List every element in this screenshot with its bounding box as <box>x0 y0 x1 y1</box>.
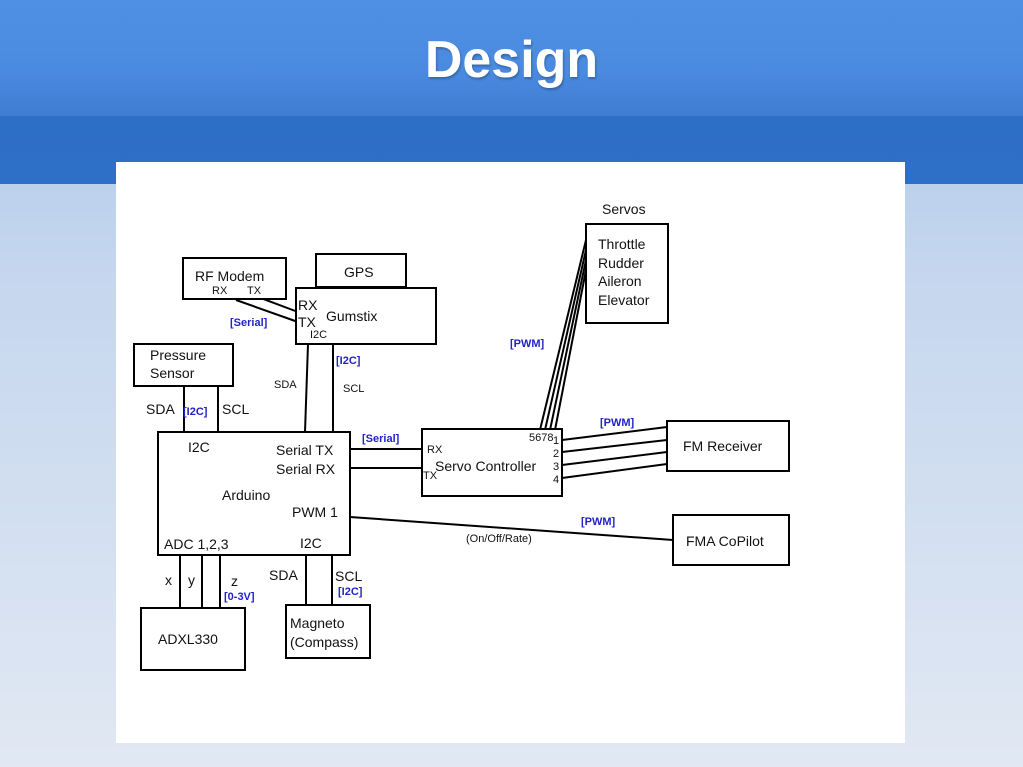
adxl330-block: ADXL330 <box>140 607 246 671</box>
fm-receiver-label: FM Receiver <box>683 438 763 454</box>
arduino-serial-tag: [Serial] <box>362 433 400 445</box>
slide-title: Design <box>424 31 599 89</box>
copilot-mode-label: (On/Off/Rate) <box>466 533 532 545</box>
adxl-y-label: y <box>188 572 195 588</box>
gps-block: GPS <box>315 253 407 288</box>
fm-pwm-tag: [PWM] <box>600 417 635 429</box>
title-band <box>0 0 1023 116</box>
adxl-z-label: z <box>231 573 238 589</box>
fm-wire-4 <box>561 463 668 479</box>
arduino-block: I2C Serial TX Serial RX Arduino PWM 1 AD… <box>157 431 351 556</box>
gumstix-block: RX TX Gumstix I2C <box>295 287 437 345</box>
pressure-sensor-line-2: Sensor <box>150 365 195 381</box>
pressure-i2c-tag: [I2C] <box>183 406 208 418</box>
gumstix-scl-label: SCL <box>343 383 364 395</box>
servo-controller-pins-5678: 5678 <box>529 432 553 444</box>
arduino-i2c-pin-bottom: I2C <box>300 535 322 551</box>
adxl-voltage-tag: [0-3V] <box>224 591 255 603</box>
adxl-x-label: x <box>165 572 172 588</box>
fma-copilot-block: FMA CoPilot <box>672 514 790 566</box>
magneto-line-1: Magneto <box>290 615 345 631</box>
servo-elevator: Elevator <box>598 292 650 308</box>
gumstix-arduino-sda-wire <box>304 343 309 433</box>
adxl330-label: ADXL330 <box>158 631 218 647</box>
rf-modem-label: RF Modem <box>195 268 264 284</box>
gps-label: GPS <box>344 264 374 280</box>
servo-aileron: Aileron <box>598 273 642 289</box>
system-block-diagram: RF Modem RX TX GPS RX TX Gumstix I2C Pre… <box>133 201 790 671</box>
pressure-sensor-block: Pressure Sensor <box>133 343 234 387</box>
servo-rudder: Rudder <box>598 255 644 271</box>
servo-controller-tx-pin: TX <box>423 470 438 482</box>
gumstix-rx-pin: RX <box>298 297 318 313</box>
magneto-i2c-tag: [I2C] <box>338 586 363 598</box>
pwm1-to-copilot-wire <box>349 516 674 541</box>
rf-modem-rx-pin: RX <box>212 285 228 297</box>
arduino-i2c-pin-top: I2C <box>188 439 210 455</box>
fma-copilot-label: FMA CoPilot <box>686 533 764 549</box>
servo-controller-pin-2: 2 <box>553 448 559 460</box>
servos-heading: Servos <box>602 201 646 217</box>
servo-controller-label: Servo Controller <box>435 458 536 474</box>
fm-wire-3 <box>561 451 668 466</box>
gumstix-i2c-pin: I2C <box>310 329 327 341</box>
magneto-scl-label: SCL <box>335 568 362 584</box>
pressure-scl-label: SCL <box>222 401 249 417</box>
fm-wire-1 <box>561 426 668 441</box>
rf-serial-tag: [Serial] <box>230 317 268 329</box>
rf-modem-to-gumstix-wire-1 <box>235 299 299 323</box>
servo-wire-8 <box>554 269 587 431</box>
wires <box>179 239 674 608</box>
magneto-block: Magneto (Compass) <box>285 604 371 659</box>
servo-wire-5 <box>539 239 587 431</box>
arduino-serial-tx-pin: Serial TX <box>276 442 334 458</box>
arduino-pwm1-pin: PWM 1 <box>292 504 338 520</box>
servos-block: Servos Throttle Rudder Aileron Elevator <box>585 201 669 324</box>
arduino-serial-rx-pin: Serial RX <box>276 461 336 477</box>
servo-controller-pin-4: 4 <box>553 474 559 486</box>
gumstix-label: Gumstix <box>326 308 377 324</box>
servo-wire-7 <box>549 259 587 431</box>
arduino-adc-pin: ADC 1,2,3 <box>164 536 229 552</box>
servo-controller-rx-pin: RX <box>427 444 443 456</box>
servo-controller-pin-3: 3 <box>553 461 559 473</box>
servo-controller-pin-1: 1 <box>553 435 559 447</box>
gumstix-i2c-tag: [I2C] <box>336 355 361 367</box>
servo-throttle: Throttle <box>598 236 646 252</box>
arduino-label: Arduino <box>222 487 270 503</box>
pressure-sda-label: SDA <box>146 401 175 417</box>
rf-modem-block: RF Modem RX TX <box>182 257 287 300</box>
diagram-panel: RF Modem RX TX GPS RX TX Gumstix I2C Pre… <box>116 162 905 743</box>
gumstix-tx-pin: TX <box>298 314 317 330</box>
fm-wire-2 <box>561 439 668 453</box>
gumstix-sda-label: SDA <box>274 379 297 391</box>
fm-receiver-block: FM Receiver <box>666 420 790 472</box>
magneto-sda-label: SDA <box>269 567 298 583</box>
servo-controller-block: RX TX Servo Controller 5678 1 2 3 4 <box>421 428 563 497</box>
servos-pwm-tag: [PWM] <box>510 338 545 350</box>
magneto-line-2: (Compass) <box>290 634 358 650</box>
pressure-sensor-line-1: Pressure <box>150 347 206 363</box>
servo-wire-6 <box>544 249 587 431</box>
rf-modem-tx-pin: TX <box>247 285 262 297</box>
copilot-pwm-tag: [PWM] <box>581 516 616 528</box>
